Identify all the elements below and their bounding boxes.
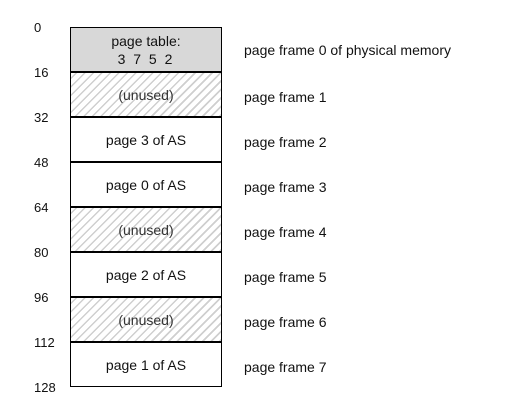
frame-label: page frame 1 xyxy=(244,89,327,105)
frame-label: page frame 6 xyxy=(244,314,327,330)
page-frame: page 2 of AS xyxy=(70,252,222,297)
frame-content: page 2 of AS xyxy=(105,266,187,283)
address-label: 112 xyxy=(34,335,55,350)
frame-content: page 3 of AS xyxy=(105,131,187,148)
address-label: 96 xyxy=(34,290,49,305)
page-frame: page 0 of AS xyxy=(70,162,222,207)
frame-label: page frame 3 xyxy=(244,179,327,195)
frame-content: (unused) xyxy=(118,86,174,103)
frame-content: (unused) xyxy=(118,221,174,238)
page-table-frame: page table: 3 7 5 2 xyxy=(70,27,222,72)
address-label: 0 xyxy=(34,20,42,35)
address-label: 32 xyxy=(34,110,49,125)
address-label: 16 xyxy=(34,65,49,80)
unused-frame: (unused) xyxy=(70,207,222,252)
address-label: 48 xyxy=(34,155,49,170)
unused-frame: (unused) xyxy=(70,72,222,117)
frame-label: page frame 5 xyxy=(244,269,327,285)
address-label: 64 xyxy=(34,200,49,215)
frame-label: page frame 2 xyxy=(244,134,327,150)
frame-label: page frame 4 xyxy=(244,224,327,240)
frame-content: page 0 of AS xyxy=(105,176,187,193)
frame-label: page frame 7 xyxy=(244,359,327,375)
page-frame: page 3 of AS xyxy=(70,117,222,162)
page-frame: page 1 of AS xyxy=(70,342,222,387)
frame-content: (unused) xyxy=(118,311,174,328)
page-table-entries: 3 7 5 2 xyxy=(117,50,175,67)
address-label: 80 xyxy=(34,245,49,260)
page-table-title: page table: xyxy=(111,32,181,49)
address-label: 128 xyxy=(34,380,56,395)
unused-frame: (unused) xyxy=(70,297,222,342)
frame-content: page 1 of AS xyxy=(105,356,187,373)
frame-label: page frame 0 of physical memory xyxy=(244,42,451,58)
